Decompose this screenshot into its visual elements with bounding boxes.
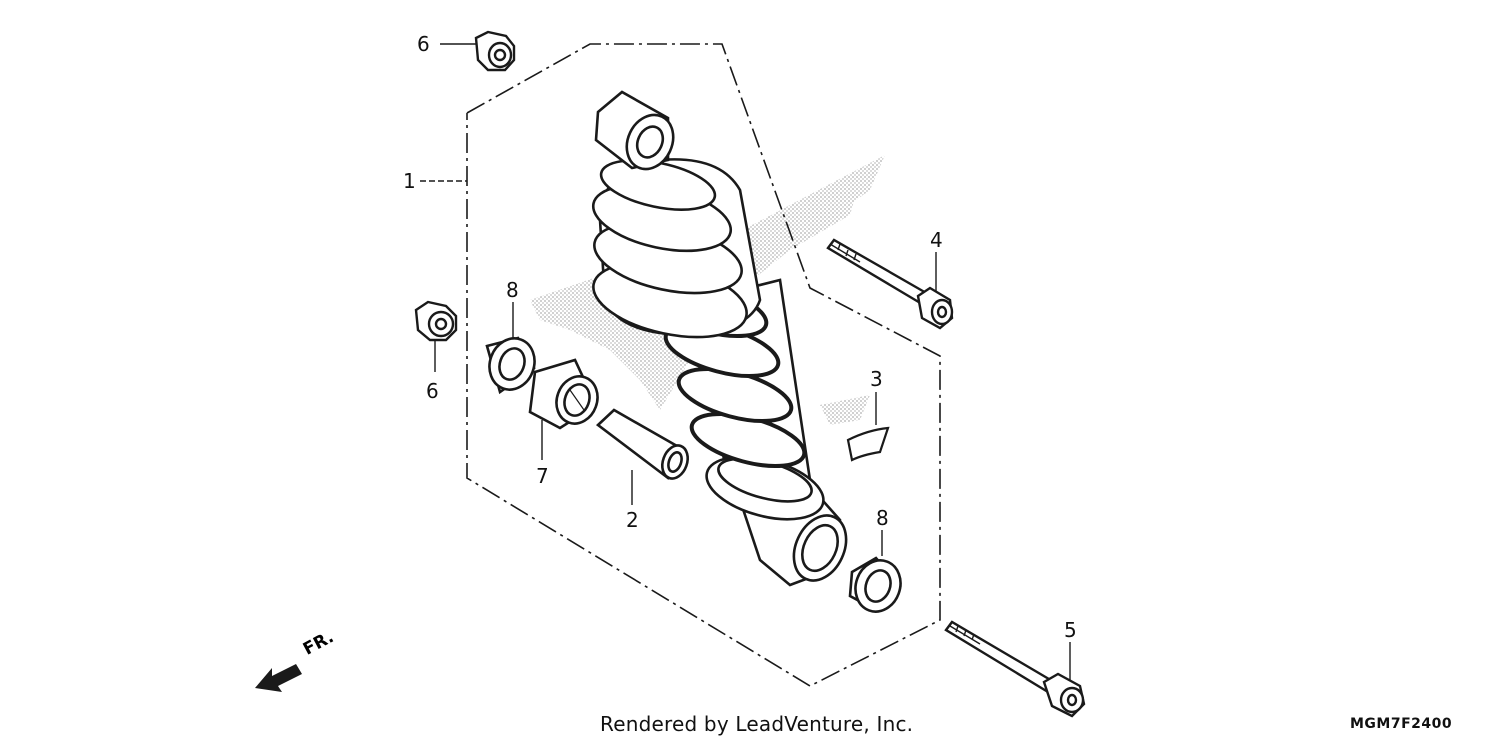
callout-1: 1	[403, 169, 416, 193]
front-direction-arrow-icon	[255, 664, 302, 692]
nut-part-6-lower	[414, 300, 458, 342]
bearing-part-7	[528, 358, 599, 430]
callout-6-top: 6	[417, 32, 430, 56]
collar-part-2	[595, 408, 689, 480]
bushing-part-8-lower	[848, 556, 902, 613]
nut-part-6-top	[474, 30, 516, 72]
render-credit: Rendered by LeadVenture, Inc.	[600, 712, 914, 736]
callout-4: 4	[930, 228, 943, 252]
label-part-3	[846, 426, 890, 462]
bolt-part-5	[944, 620, 1086, 718]
shock-absorber-part-1	[591, 90, 848, 587]
callout-8-lower: 8	[876, 506, 889, 530]
bolt-part-4	[826, 238, 954, 330]
callout-5: 5	[1064, 618, 1077, 642]
diagram-code: MGM7F2400	[1350, 716, 1453, 732]
callout-8-upper: 8	[506, 278, 519, 302]
callout-2: 2	[626, 508, 639, 532]
bushing-part-8-upper	[485, 336, 536, 395]
callout-3: 3	[870, 367, 883, 391]
assembly-outline	[466, 43, 941, 687]
leader-lines	[420, 43, 1071, 682]
callout-6-lower: 6	[426, 379, 439, 403]
callout-7: 7	[536, 464, 549, 488]
